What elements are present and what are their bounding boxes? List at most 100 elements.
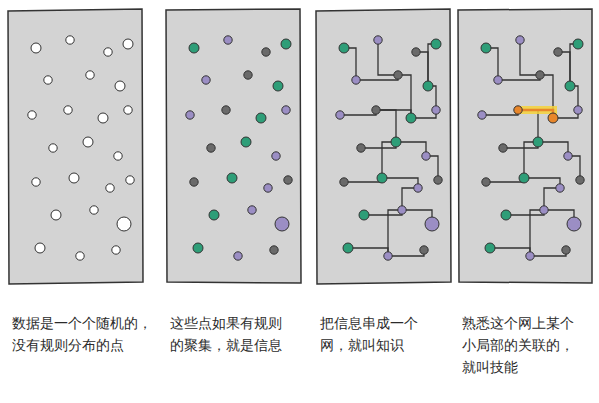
dot xyxy=(193,243,203,253)
dot xyxy=(28,111,36,119)
dot xyxy=(423,81,433,91)
dot xyxy=(422,152,430,160)
dot xyxy=(481,43,491,53)
caption-box: 熟悉这个网上某个 小局部的关联的， 就叫技能 xyxy=(462,312,580,378)
panels xyxy=(8,9,592,284)
dot xyxy=(32,178,40,186)
network-line xyxy=(388,250,424,256)
dot xyxy=(49,144,57,152)
dot xyxy=(31,43,41,53)
caption-box: 这些点如果有规则 的聚集，就是信息 xyxy=(170,312,288,356)
dot xyxy=(224,36,232,44)
dot xyxy=(536,71,544,79)
dot xyxy=(282,106,290,114)
network-line xyxy=(520,40,540,75)
network-line xyxy=(340,110,376,115)
network-line xyxy=(398,75,411,118)
dot xyxy=(562,246,570,254)
panel xyxy=(458,9,592,283)
dot xyxy=(526,252,534,260)
dot xyxy=(425,217,439,231)
dot xyxy=(69,173,79,183)
dot xyxy=(284,176,292,184)
dot xyxy=(412,48,420,56)
dot xyxy=(222,106,230,114)
dot xyxy=(262,48,270,56)
dot xyxy=(86,71,94,79)
dot xyxy=(499,144,507,152)
dot xyxy=(391,137,401,147)
dot xyxy=(576,176,584,184)
dot xyxy=(431,39,441,49)
dot xyxy=(514,106,522,114)
dot xyxy=(377,173,387,183)
network-line xyxy=(524,178,560,188)
dot xyxy=(123,39,133,49)
network-line xyxy=(388,210,402,256)
network-line xyxy=(530,250,566,256)
dot xyxy=(209,210,219,220)
dot xyxy=(574,106,582,114)
dot xyxy=(207,144,215,152)
dot xyxy=(554,48,562,56)
dots xyxy=(28,36,584,260)
dot xyxy=(343,243,353,253)
dot xyxy=(117,217,131,231)
dot xyxy=(248,206,256,214)
network-line xyxy=(482,110,518,115)
dot xyxy=(478,111,486,119)
network-line xyxy=(530,210,544,256)
dot xyxy=(112,246,120,254)
dot xyxy=(372,106,380,114)
network-line xyxy=(486,178,524,182)
caption: 把信息串成一个 网，就叫知识 xyxy=(320,312,424,356)
dot xyxy=(90,206,98,214)
dot xyxy=(83,137,93,147)
network-line xyxy=(524,142,538,178)
panel xyxy=(166,9,301,283)
dot xyxy=(564,152,572,160)
dot xyxy=(432,106,440,114)
dot xyxy=(106,184,114,192)
dot xyxy=(485,243,495,253)
dot xyxy=(98,113,108,123)
caption: 这些点如果有规则 的聚集，就是信息 xyxy=(170,312,288,356)
dot xyxy=(256,113,266,123)
dot xyxy=(339,43,349,53)
dot xyxy=(359,210,369,220)
dot xyxy=(357,144,365,152)
network-line xyxy=(376,110,396,142)
dot xyxy=(51,210,61,220)
dot xyxy=(352,76,360,84)
dot xyxy=(189,43,199,53)
dot xyxy=(264,184,272,192)
network-line xyxy=(570,44,578,86)
dot xyxy=(540,206,548,214)
dot xyxy=(482,178,490,186)
dot xyxy=(565,81,575,91)
dot xyxy=(35,243,45,253)
dot xyxy=(573,39,583,49)
dot xyxy=(244,71,252,79)
dot xyxy=(44,76,52,84)
dot xyxy=(275,217,289,231)
dot xyxy=(406,113,416,123)
dot xyxy=(567,217,581,231)
dot xyxy=(66,36,74,44)
network-line xyxy=(428,44,436,86)
dot xyxy=(494,76,502,84)
dot xyxy=(394,71,402,79)
network-line xyxy=(382,178,418,188)
dot xyxy=(190,178,198,186)
panel xyxy=(316,9,451,284)
network-line xyxy=(378,40,398,75)
dot xyxy=(340,178,348,186)
caption-box: 数据是一个个随机的， 没有规则分布的点 xyxy=(12,312,158,356)
network-line xyxy=(382,142,396,178)
dot xyxy=(516,36,524,44)
dot xyxy=(414,184,422,192)
dot xyxy=(374,36,382,44)
dot xyxy=(272,152,280,160)
dot xyxy=(548,113,558,123)
dot xyxy=(270,246,278,254)
